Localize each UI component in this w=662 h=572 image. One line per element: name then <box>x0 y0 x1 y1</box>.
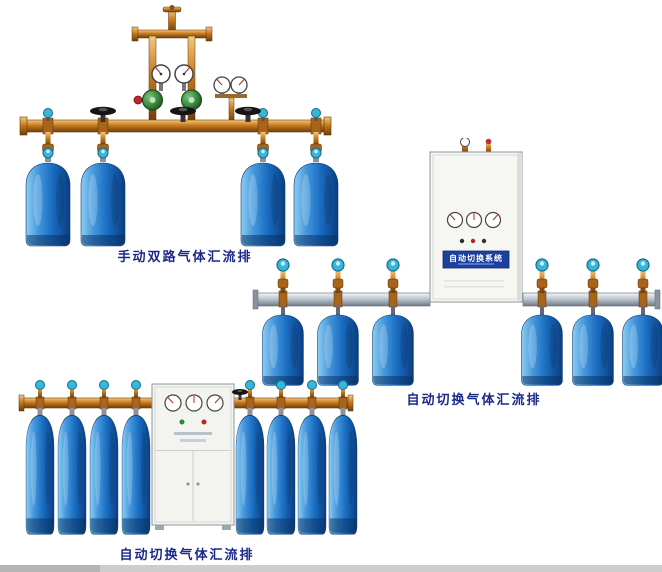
valve-handwheel <box>170 106 196 122</box>
gas-cylinder <box>521 314 563 386</box>
product-caption: 手动双路气体汇流排 <box>117 250 253 265</box>
gas-cylinder <box>572 314 614 386</box>
product-caption: 自动切换气体汇流排 <box>119 548 255 563</box>
cylinder-connection <box>97 132 109 162</box>
riser-valve <box>636 258 650 293</box>
control-cabinet: 自动切换系统 <box>429 138 523 303</box>
cabinet-top-stub <box>486 143 491 153</box>
gas-cylinder <box>372 314 414 386</box>
cylinder-necks <box>37 408 346 416</box>
riser-valve <box>535 258 549 293</box>
gas-cylinder <box>80 162 126 247</box>
bottom-strip-left <box>0 565 100 572</box>
indicator-lights <box>459 238 487 244</box>
mini-gauge <box>460 138 470 147</box>
inlet-valve-cap <box>311 108 321 121</box>
riser-valve <box>331 258 345 293</box>
riser-valve <box>386 258 400 293</box>
gas-cylinder <box>328 414 358 535</box>
inlet-valve-cap <box>43 108 53 121</box>
gas-cylinder <box>297 414 327 535</box>
cabinet-label-text: 自动切换系统 <box>449 253 503 263</box>
cylinder-connection <box>257 132 269 162</box>
riser-valve <box>338 380 348 410</box>
red-adjust-knob <box>133 95 143 105</box>
cabinet-gauges <box>446 211 502 229</box>
regulator <box>181 89 202 111</box>
manifold-pipe <box>19 116 332 136</box>
riser-valve <box>276 380 286 410</box>
gas-cylinder <box>235 414 265 535</box>
cabinet-label-plate: 自动切换系统 <box>442 250 510 269</box>
cabinet-label-line <box>174 432 212 435</box>
cabinet-foot <box>222 525 231 530</box>
mini-valve-knob <box>485 138 492 145</box>
product-auto-switching-manifold-1: 自动切换系统 <box>252 138 662 390</box>
indicator-lights <box>179 419 207 425</box>
regulator <box>133 89 163 111</box>
gas-cylinder <box>25 414 55 535</box>
cabinet-foot <box>155 525 164 530</box>
gas-cylinder <box>57 414 87 535</box>
gas-cylinder <box>121 414 151 535</box>
cylinder-connection <box>310 132 322 162</box>
riser-valve <box>67 380 77 410</box>
riser-valve <box>131 380 141 410</box>
gas-cylinder <box>89 414 119 535</box>
gas-cylinder <box>262 314 304 386</box>
riser-valve <box>307 380 317 410</box>
pressure-gauge <box>174 64 194 91</box>
riser-valve <box>245 380 255 410</box>
product-caption: 自动切换气体汇流排 <box>406 393 542 408</box>
riser-valve <box>276 258 290 293</box>
product-manual-dual-manifold <box>8 4 344 254</box>
gas-cylinder <box>25 162 71 247</box>
valve-handwheel <box>232 389 248 400</box>
valve-handwheel <box>90 106 116 122</box>
cabinet-gauges <box>164 394 224 412</box>
auto-switching-manifold-illustration: 自动切换系统 <box>252 138 662 386</box>
riser-valve <box>586 258 600 293</box>
cylinder-connection <box>42 132 54 162</box>
cylinder-connector <box>281 306 645 315</box>
riser-valve <box>99 380 109 410</box>
valve-handwheel <box>235 106 261 122</box>
cabinet-label-line <box>180 439 206 442</box>
riser-valve <box>35 380 45 410</box>
gas-cylinder <box>317 314 359 386</box>
top-valve-knob <box>169 5 175 10</box>
product-auto-switching-manifold-2 <box>16 376 358 546</box>
manual-dual-manifold-illustration <box>19 5 339 247</box>
pressure-gauge-bracket <box>213 76 248 123</box>
cabinet-doors <box>155 450 231 521</box>
auto-switching-manifold-illustration-2 <box>18 380 358 535</box>
gas-cylinder <box>622 314 662 386</box>
gas-cylinder <box>266 414 296 535</box>
control-cabinet <box>151 383 235 530</box>
bottom-strip-right <box>100 565 662 572</box>
pressure-gauge <box>151 64 171 91</box>
